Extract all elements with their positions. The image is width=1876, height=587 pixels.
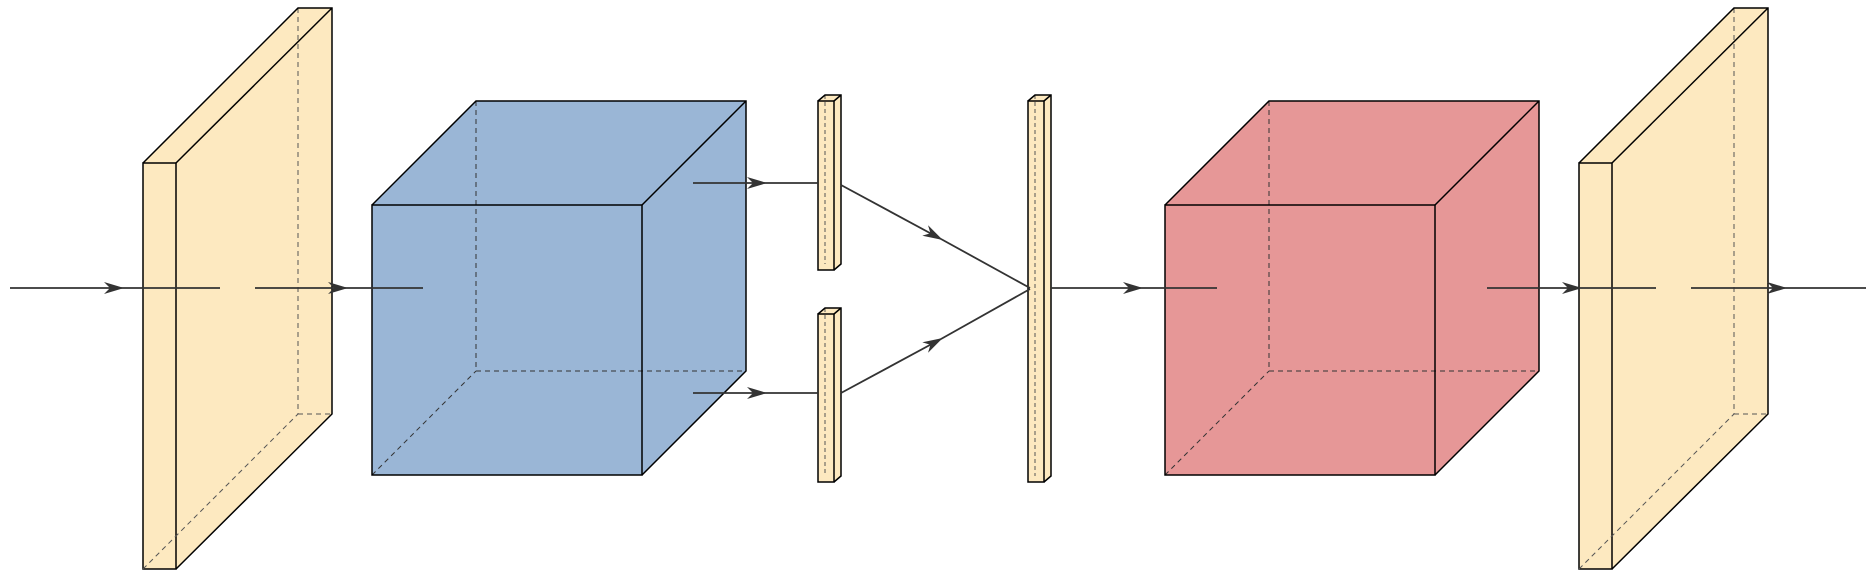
arrow-upper-to-latent xyxy=(840,184,1031,289)
arrow-lower-to-latent xyxy=(840,288,1031,394)
upper-vector xyxy=(817,94,842,271)
lower-vector xyxy=(817,307,842,483)
decoder-cube xyxy=(1164,100,1540,476)
latent-vector xyxy=(1027,94,1052,483)
connectors xyxy=(10,177,1866,399)
encoder-cube xyxy=(371,100,747,476)
output-slab xyxy=(1578,7,1769,570)
input-slab xyxy=(142,7,333,570)
